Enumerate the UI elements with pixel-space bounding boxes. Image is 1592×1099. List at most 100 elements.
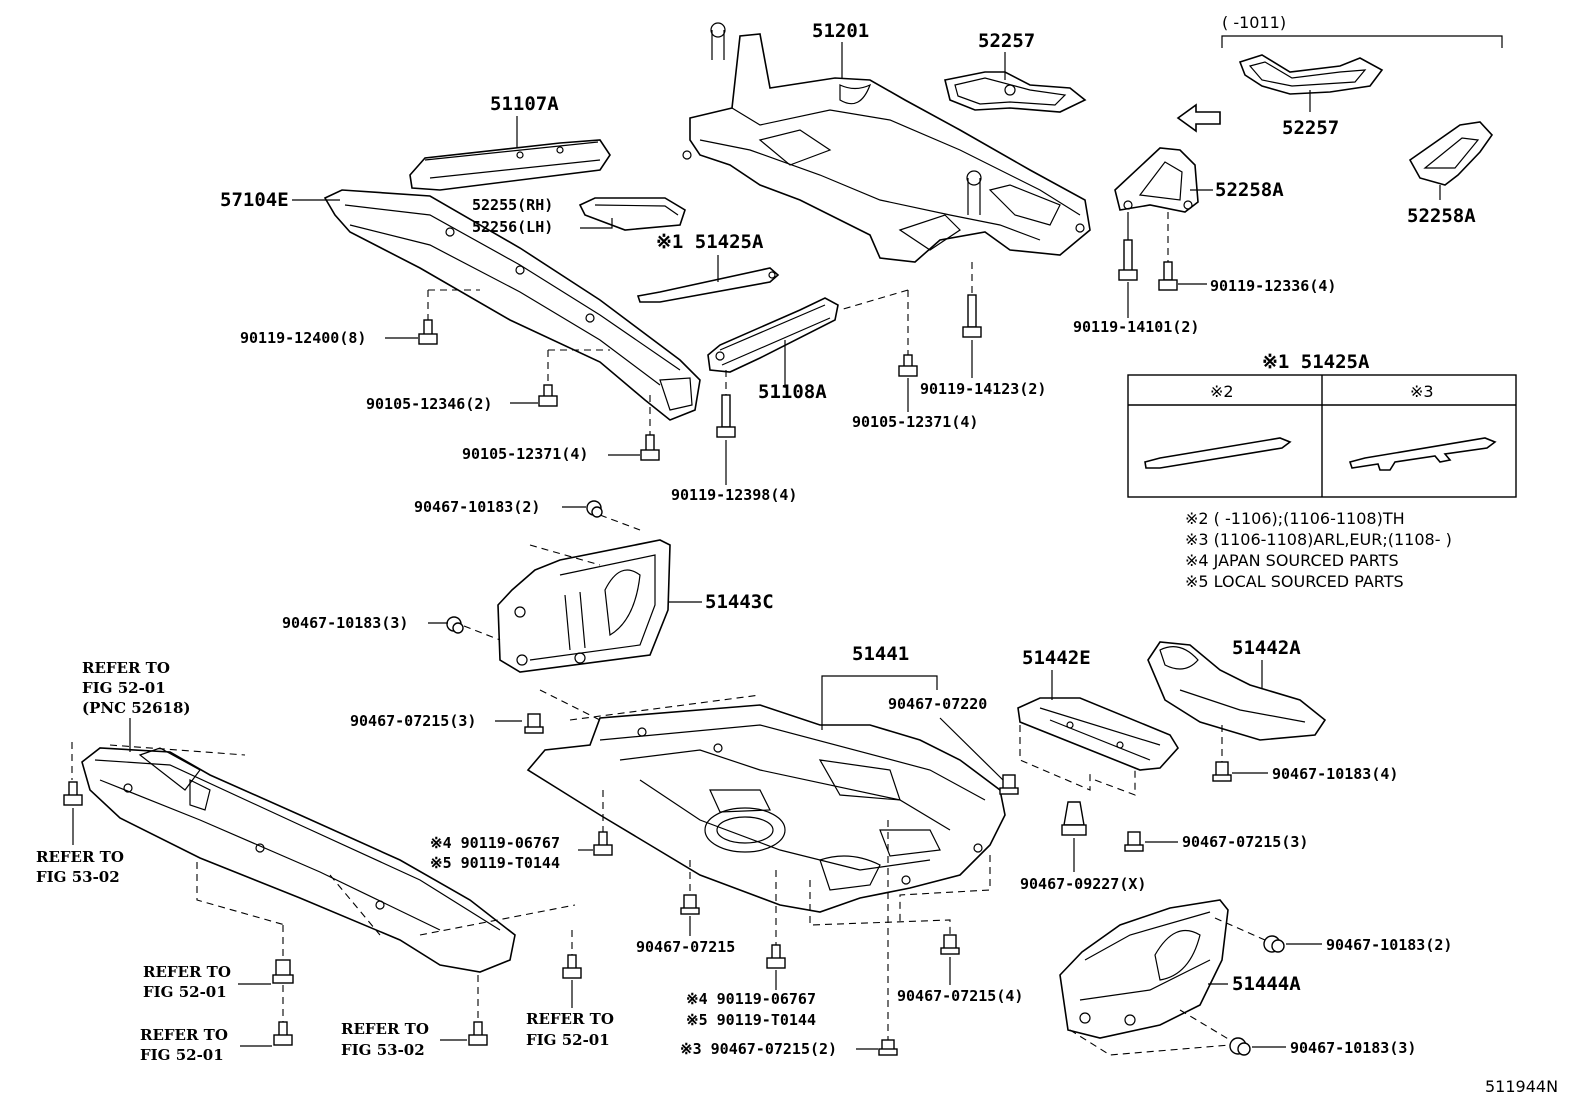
variant-col-3: ※3	[1410, 382, 1434, 401]
variant-col-2: ※2	[1210, 382, 1234, 401]
ref-b3-line2: FIG 53-02	[341, 1041, 425, 1059]
clip-90467-10183-e[interactable]	[1229, 1037, 1251, 1056]
label-51107A: 51107A	[490, 93, 559, 115]
variant-box-title: ※1 51425A	[1262, 351, 1370, 373]
label-52258A-alt: 52258A	[1407, 205, 1476, 227]
ref-top-line1: REFER TO	[82, 659, 170, 677]
undercover-51441[interactable]	[526, 704, 1006, 913]
bolt-ref-left[interactable]	[63, 781, 83, 806]
label-52258A-main: 52258A	[1215, 179, 1284, 201]
brace-52258A-main[interactable]	[1114, 147, 1199, 213]
label-90119-T0144-a: ※5 90119-T0144	[430, 854, 560, 872]
clip-90467-07215-a[interactable]	[524, 713, 544, 734]
label-52256: 52256(LH)	[472, 218, 553, 236]
label-57104E: 57104E	[220, 189, 289, 211]
label-52257-alt: 52257	[1282, 117, 1339, 139]
ref-top-line2: FIG 52-01	[82, 679, 166, 697]
label-52257-main: 52257	[978, 30, 1035, 52]
label-52257-range: ( -1011)	[1222, 13, 1286, 32]
label-90467-10183-c: 90467-10183(4)	[1272, 765, 1398, 783]
crossmember-51201[interactable]	[682, 22, 1091, 263]
ref-b4-line1: REFER TO	[526, 1010, 614, 1028]
note-5: ※5 LOCAL SOURCED PARTS	[1185, 572, 1404, 591]
label-90467-10183-e: 90467-10183(3)	[1290, 1039, 1416, 1057]
clip-90467-07215-d[interactable]	[878, 820, 898, 1056]
label-90105-12346: 90105-12346(2)	[366, 395, 492, 413]
label-90119-06767-a: ※4 90119-06767	[430, 834, 560, 852]
bolt-90119-12336[interactable]	[1158, 212, 1178, 291]
clip-90467-10183-b[interactable]	[446, 616, 464, 634]
bolt-ref-b2[interactable]	[273, 985, 293, 1046]
ref-b2-line1: REFER TO	[140, 1026, 228, 1044]
clip-90467-07215-e[interactable]	[809, 855, 991, 955]
label-90119-06767-b: ※4 90119-06767	[686, 990, 816, 1008]
clip-90467-07215-b[interactable]	[1124, 831, 1144, 852]
bolt-90105-12346[interactable]	[538, 349, 610, 407]
ref-top-line3: (PNC 52618)	[82, 699, 191, 717]
label-51442A: 51442A	[1232, 637, 1301, 659]
variant-2-brace	[1144, 437, 1292, 469]
label-51201: 51201	[812, 20, 869, 42]
ref-b2-line2: FIG 52-01	[140, 1046, 224, 1064]
clip-90467-07215-c[interactable]	[680, 860, 700, 915]
ref-b1-line2: FIG 52-01	[143, 983, 227, 1001]
ref-b4-line2: FIG 52-01	[526, 1031, 610, 1049]
note-4: ※4 JAPAN SOURCED PARTS	[1185, 551, 1399, 570]
ref-b1-line1: REFER TO	[143, 963, 231, 981]
label-51108A: 51108A	[758, 381, 827, 403]
label-90119-14101: 90119-14101(2)	[1073, 318, 1199, 336]
label-90105-12371-right: 90105-12371(4)	[852, 413, 978, 431]
bolt-ref-b4[interactable]	[562, 930, 582, 979]
clip-90467-10183-a[interactable]	[586, 500, 603, 518]
label-90119-12400: 90119-12400(8)	[240, 329, 366, 347]
bolt-90119-12400[interactable]	[418, 289, 480, 345]
bolt-90119-12398[interactable]	[716, 370, 736, 438]
brace-52258A-alt[interactable]	[1408, 121, 1494, 186]
label-90467-07215-b: 90467-07215(3)	[1182, 833, 1308, 851]
cover-51443C[interactable]	[497, 539, 671, 673]
label-90467-07215-c: 90467-07215	[636, 938, 735, 956]
bumper-lower-cover[interactable]	[81, 747, 516, 973]
label-90105-12371-left: 90105-12371(4)	[462, 445, 588, 463]
label-90467-10183-a: 90467-10183(2)	[414, 498, 540, 516]
ref-left-line2: FIG 53-02	[36, 868, 120, 886]
bolt-90105-12371-left[interactable]	[640, 395, 660, 461]
brace-52257-main[interactable]	[944, 71, 1087, 113]
ref-b3-line1: REFER TO	[341, 1020, 429, 1038]
label-90467-07215-e: 90467-07215(4)	[897, 987, 1023, 1005]
bolt-90119-06767-a[interactable]	[593, 790, 613, 856]
note-2: ※2 ( -1106);(1106-1108)TH	[1185, 509, 1405, 528]
label-90119-14123: 90119-14123(2)	[920, 380, 1046, 398]
cover-51442A[interactable]	[1147, 641, 1327, 741]
crossbar-57104E[interactable]	[323, 189, 701, 421]
bolt-90119-06767-b[interactable]	[766, 870, 786, 969]
clip-90467-09227[interactable]	[1061, 801, 1087, 836]
label-90467-07215-d: ※3 90467-07215(2)	[680, 1040, 837, 1058]
label-90467-10183-b: 90467-10183(3)	[282, 614, 408, 632]
clip-90467-10183-c[interactable]	[1212, 725, 1232, 782]
variant-box: ※1 51425A ※2 ※3	[1127, 351, 1517, 498]
brace-51425A[interactable]	[636, 267, 780, 303]
bolt-90105-12371-right[interactable]	[839, 289, 918, 377]
bolt-90119-14123[interactable]	[962, 262, 982, 338]
label-52255: 52255(RH)	[472, 196, 553, 214]
note-3: ※3 (1106-1108)ARL,EUR;(1108- )	[1185, 530, 1452, 549]
clip-90467-10183-d[interactable]	[1263, 935, 1285, 953]
clip-90467-07220[interactable]	[999, 774, 1019, 795]
bar-51108A[interactable]	[707, 297, 839, 373]
bolt-ref-b1[interactable]	[272, 925, 294, 984]
bar-51107A[interactable]	[409, 139, 611, 191]
bolt-ref-b3[interactable]	[468, 975, 488, 1046]
bracket-52255-52256[interactable]	[578, 197, 686, 231]
bolt-90119-14101[interactable]	[1118, 212, 1138, 281]
label-90119-12398: 90119-12398(4)	[671, 486, 797, 504]
brace-52257-alt[interactable]	[1238, 54, 1384, 95]
ref-left-line1: REFER TO	[36, 848, 124, 866]
variant-3-brace	[1348, 437, 1497, 471]
label-51443C: 51443C	[705, 591, 774, 613]
label-51425A: ※1 51425A	[656, 231, 764, 253]
label-90119-T0144-b: ※5 90119-T0144	[686, 1011, 816, 1029]
cover-51444A[interactable]	[1059, 899, 1229, 1039]
cover-51442E[interactable]	[1017, 697, 1179, 771]
